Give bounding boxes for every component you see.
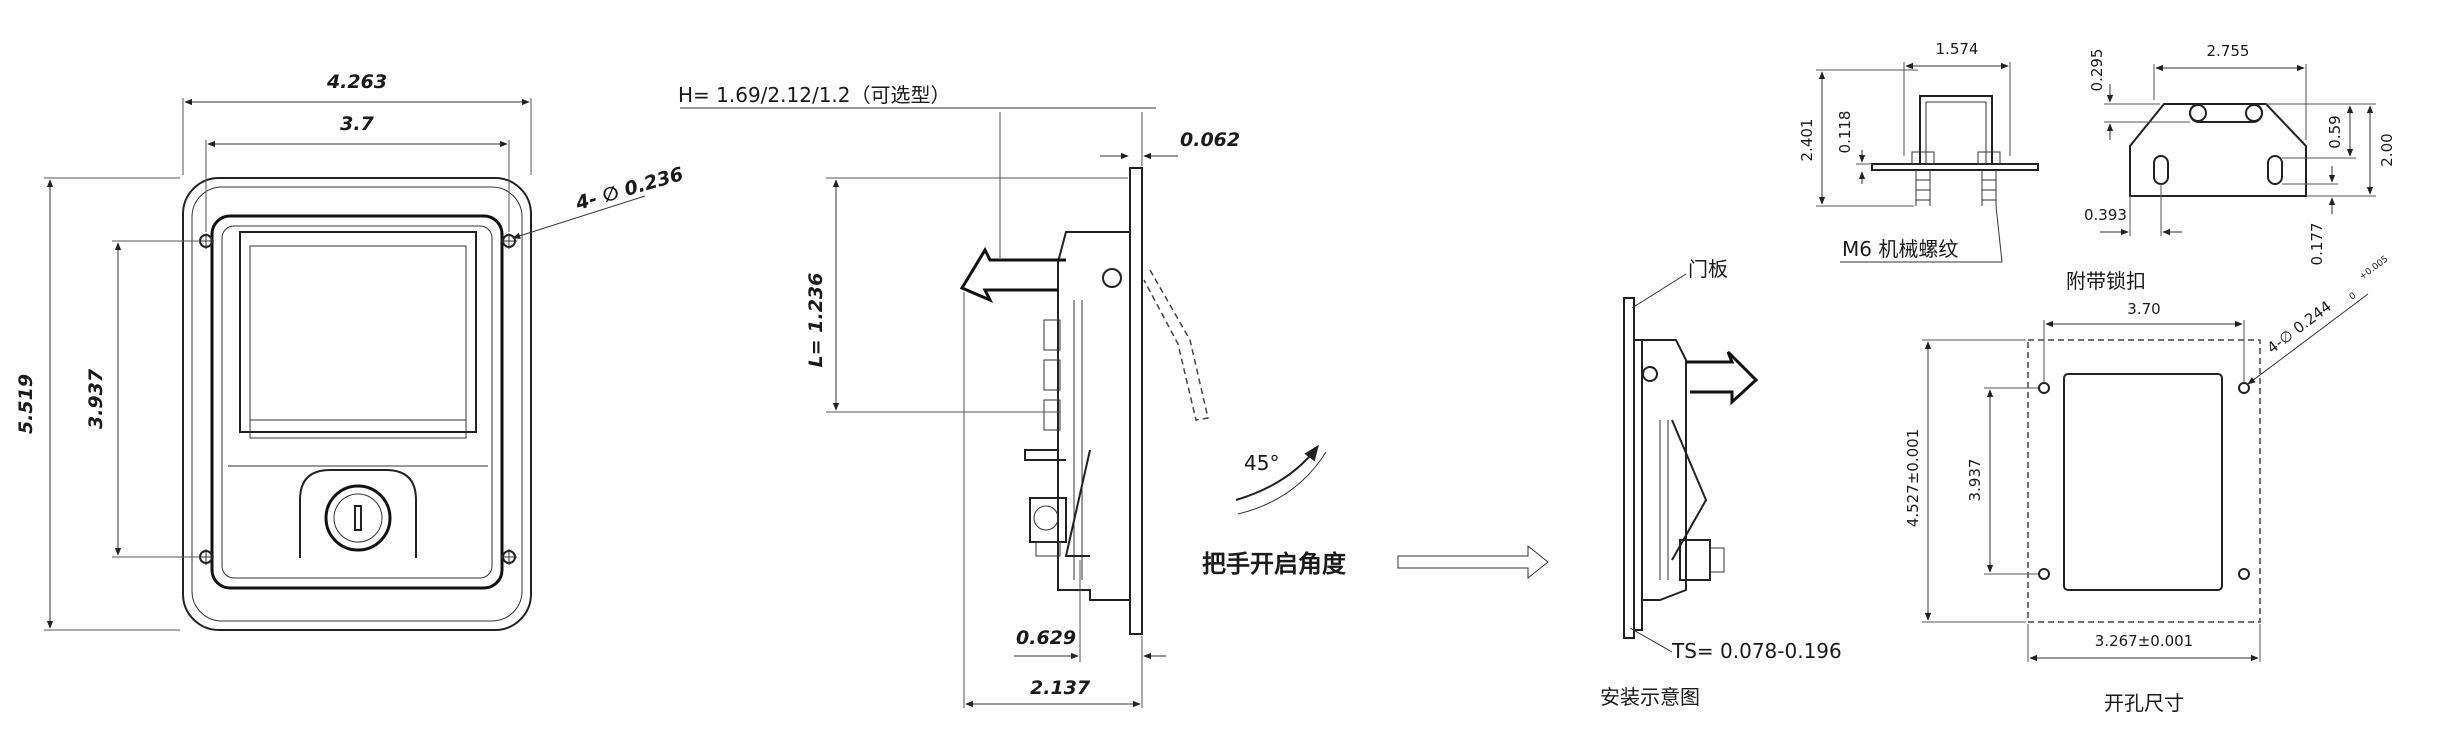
- front-view: 4.263 3.7 5.519 3.937 4- ∅ 0.236: [15, 71, 686, 631]
- dim-bracket-small: 0.118: [1836, 111, 1854, 154]
- install-body: [1642, 339, 1687, 601]
- flange-outline: [182, 177, 532, 631]
- dim-clasp-bottom: 0.177: [2308, 223, 2326, 266]
- bracket-plate: [1871, 163, 2039, 171]
- door-panel-label: 门板: [1688, 257, 1728, 281]
- u-bracket: [1919, 95, 1993, 164]
- paddle-handle: [239, 231, 477, 433]
- bracket-view: 1.574 2.401 0.118 M6 机械螺纹: [1798, 40, 2039, 263]
- right-arrow-icon: [1397, 544, 1549, 580]
- cutout-caption: 开孔尺寸: [2104, 691, 2184, 715]
- dim-clasp-left: 0.393: [2084, 206, 2127, 224]
- side-flange: [1129, 167, 1143, 635]
- pan-outline: [210, 214, 504, 590]
- clasp-view: 2.755 0.295 0.59 2.00 0.393 0.177 附带锁扣: [2066, 42, 2396, 293]
- key-cylinder: [324, 484, 392, 552]
- dim-depth-small: 0.629: [1016, 627, 1076, 649]
- dim-handle-height: H= 1.69/2.12/1.2（可选型）: [678, 83, 951, 107]
- install-handle: [1686, 350, 1759, 406]
- hole-callout: 4- ∅ 0.236: [572, 163, 685, 215]
- handle-open-position: [1143, 269, 1209, 421]
- dim-cutout-hole-height: 3.937: [1966, 459, 1984, 502]
- cutout-tol-upper: +0.005: [2358, 254, 2391, 282]
- cutout-outline: [2027, 339, 2261, 623]
- dim-clasp-top-offset: 0.295: [2088, 49, 2106, 92]
- side-handle: [959, 246, 1066, 303]
- side-cylinder: [1029, 497, 1067, 543]
- side-body: [1057, 231, 1130, 601]
- mounting-holes: [198, 233, 517, 565]
- dim-clasp-right: 0.59: [2326, 115, 2344, 148]
- keyhole-icon: [354, 505, 362, 531]
- cutout-holes: [2038, 382, 2250, 580]
- dim-bracket-height: 2.401: [1798, 119, 1816, 162]
- panel-thickness: TS= 0.078-0.196: [1671, 639, 1842, 663]
- dim-cutout-hole-width: 3.70: [2127, 300, 2160, 318]
- thread-label: M6 机械螺纹: [1842, 237, 1958, 261]
- side-view: H= 1.69/2.12/1.2（可选型） 0.062 L= 1.236 0.6…: [678, 83, 1549, 708]
- dim-flange-thickness: 0.062: [1180, 129, 1240, 151]
- clasp-slot-left: [2153, 155, 2169, 185]
- installation-view: 门板 TS= 0.078-0.196 安装示意图: [1600, 257, 1842, 709]
- cutout-view: 3.70 4-∅ 0.244 +0.005 0 4.527±0.001 3.93…: [1904, 254, 2390, 715]
- dim-clasp-width: 2.755: [2207, 42, 2250, 60]
- clasp-label: 附带锁扣: [2066, 269, 2146, 293]
- dim-handle-length: L= 1.236: [805, 273, 827, 368]
- open-angle: 45°: [1244, 451, 1279, 475]
- lock-housing: [299, 469, 417, 558]
- clasp-bar: [2189, 103, 2263, 123]
- dim-overall-height: 5.519: [15, 374, 37, 434]
- cutout-opening: [2063, 373, 2223, 591]
- dim-bracket-width: 1.574: [1936, 40, 1979, 58]
- dim-inner-width: 3.7: [340, 113, 374, 135]
- clasp-slot-right: [2267, 155, 2283, 185]
- open-angle-caption: 把手开启角度: [1202, 550, 1347, 578]
- cutout-tol-lower: 0: [2348, 291, 2359, 303]
- dim-overall-width: 4.263: [326, 71, 387, 93]
- install-caption: 安装示意图: [1600, 685, 1700, 709]
- dim-depth-total: 2.137: [1030, 677, 1091, 699]
- rotation-arrow-icon: [1235, 444, 1319, 501]
- dim-inner-height: 3.937: [85, 368, 107, 429]
- dim-cutout-height: 4.527±0.001: [1904, 429, 1922, 527]
- dim-clasp-height: 2.00: [2378, 133, 2396, 166]
- door-panel: [1623, 297, 1635, 639]
- dim-cutout-width: 3.267±0.001: [2095, 632, 2193, 650]
